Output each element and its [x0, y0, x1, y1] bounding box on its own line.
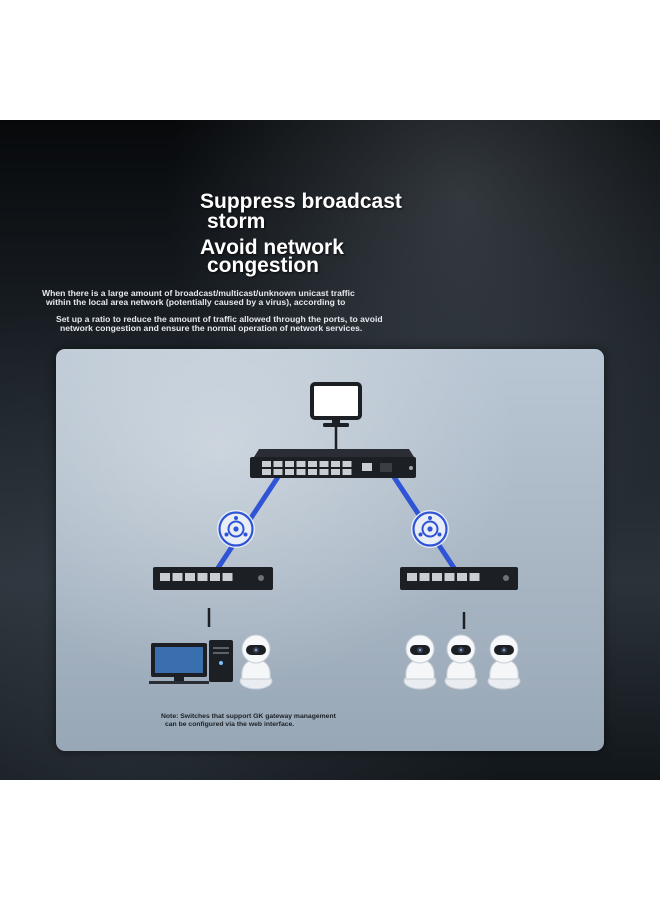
headline-line-1: Suppress broadcast [200, 190, 402, 213]
left-switch-ports [160, 573, 233, 581]
security-cameras [239, 634, 521, 690]
monitor-icon [310, 382, 362, 449]
security-camera-icon [403, 634, 437, 690]
description-line-1: When there is a large amount of broadcas… [42, 288, 355, 298]
port [296, 469, 306, 475]
security-camera-icon [444, 634, 478, 690]
port [444, 573, 455, 581]
port [419, 573, 430, 581]
description-line-2: within the local area network (potential… [46, 297, 346, 307]
port [296, 461, 306, 467]
port [273, 469, 283, 475]
port [222, 573, 233, 581]
storm-control-icon [411, 510, 449, 548]
port [262, 461, 271, 467]
port [197, 573, 208, 581]
headline-line-2: storm [207, 210, 266, 233]
port [308, 461, 317, 467]
port [262, 469, 271, 475]
note-line-2: can be configured via the web interface. [165, 721, 295, 728]
note-line-1: Note: Switches that support GK gateway m… [161, 713, 336, 720]
port [342, 469, 352, 475]
port [319, 461, 329, 467]
port [285, 469, 294, 475]
port [210, 573, 220, 581]
port [319, 469, 329, 475]
security-camera-icon [239, 634, 273, 690]
network-diagram-panel: Note: Switches that support GK gateway m… [56, 349, 604, 751]
port [432, 573, 442, 581]
headline-line-3: Avoid network [200, 236, 344, 259]
right-switch-icon [400, 567, 518, 590]
port [172, 573, 183, 581]
port [331, 469, 340, 475]
security-camera-icon [487, 634, 521, 690]
product-banner: Suppress broadcast storm Avoid network c… [0, 120, 660, 780]
port [160, 573, 170, 581]
right-switch-ports [407, 573, 480, 581]
left-switch-icon [153, 567, 273, 590]
main-switch-icon [250, 449, 416, 478]
port [185, 573, 195, 581]
port [469, 573, 480, 581]
headline-line-4: congestion [207, 254, 320, 277]
desktop-computer-icon [149, 640, 233, 684]
port [331, 461, 340, 467]
description-line-3: Set up a ratio to reduce the amount of t… [56, 314, 383, 324]
network-topology-diagram [149, 382, 521, 690]
port [273, 461, 283, 467]
port [308, 469, 317, 475]
port [407, 573, 417, 581]
port [285, 461, 294, 467]
port [342, 461, 352, 467]
storm-control-icon [217, 510, 255, 548]
description-line-4: network congestion and ensure the normal… [60, 323, 363, 333]
main-switch-ports [262, 461, 352, 475]
port [457, 573, 467, 581]
